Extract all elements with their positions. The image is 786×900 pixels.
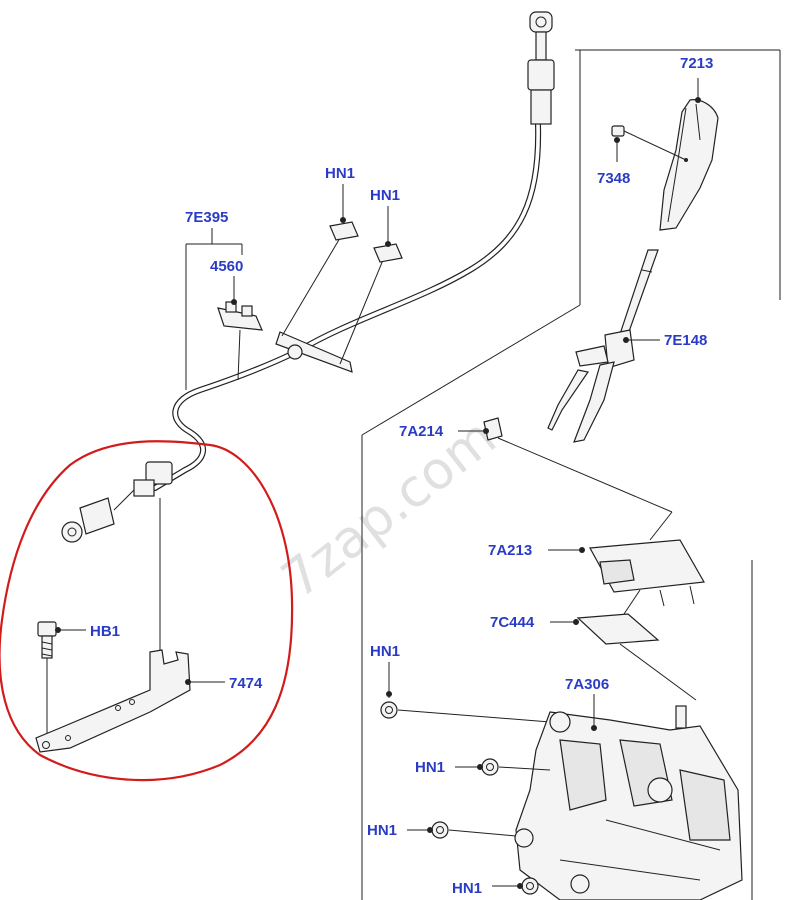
housing-7A306 xyxy=(514,705,743,900)
leader-dot-hn1-c xyxy=(386,691,392,697)
leader-dot-4560 xyxy=(231,299,237,305)
leader-dot-7348 xyxy=(614,137,620,143)
bolt-hb1 xyxy=(37,621,57,740)
washer-hn1-c xyxy=(380,701,551,723)
washer-hn1-d xyxy=(481,758,551,776)
leader-dot-hn1-f xyxy=(517,883,523,889)
assembly-frame xyxy=(361,49,781,900)
label-hn1-a: HN1 xyxy=(325,165,355,182)
label-7A213: 7A213 xyxy=(488,542,532,559)
gate-plate-7A213 xyxy=(589,539,705,621)
label-hn1-e: HN1 xyxy=(367,822,397,839)
label-4560: 4560 xyxy=(210,258,243,275)
leader-dot-7C444 xyxy=(573,619,579,625)
shift-knob-7213 xyxy=(659,99,719,231)
part-7A214 xyxy=(483,417,673,541)
label-hb1: HB1 xyxy=(90,623,120,640)
leader-dot-7A214 xyxy=(483,428,489,434)
highlight-circle xyxy=(0,440,294,782)
leader-dot-7A213 xyxy=(579,547,585,553)
label-7A306: 7A306 xyxy=(565,676,609,693)
clip-4560 xyxy=(217,301,263,381)
part-7C444 xyxy=(576,613,697,701)
leader-dot-7E148 xyxy=(623,337,629,343)
label-7474: 7474 xyxy=(229,675,263,692)
washer-hn1-e xyxy=(431,821,517,839)
shift-lever-7E148 xyxy=(547,249,659,443)
bracket-7474 xyxy=(35,498,191,753)
screw-7348 xyxy=(611,125,687,161)
washer-hn1-f xyxy=(521,877,539,895)
leader-hn1-a-bracket xyxy=(281,237,341,337)
label-hn1-b: HN1 xyxy=(370,187,400,204)
label-7348: 7348 xyxy=(597,170,630,187)
leader-dot-hn1-b xyxy=(385,241,391,247)
leader-dot-hn1-d xyxy=(477,764,483,770)
leader-dot-hn1-a xyxy=(340,217,346,223)
group-bracket-7E395 xyxy=(185,228,243,390)
label-hn1-f: HN1 xyxy=(452,880,482,897)
label-hn1-c: HN1 xyxy=(370,643,400,660)
label-7A214: 7A214 xyxy=(399,423,444,440)
leader-dot-7A306 xyxy=(591,725,597,731)
leader-dot-7474 xyxy=(185,679,191,685)
leader-dot-7213 xyxy=(695,97,701,103)
leader-dot-hn1-e xyxy=(427,827,433,833)
label-7213: 7213 xyxy=(680,55,713,72)
label-7C444: 7C444 xyxy=(490,614,535,631)
clip-hn1-a xyxy=(329,221,359,241)
leader-hn1-b-bracket xyxy=(339,259,384,365)
label-7E395: 7E395 xyxy=(185,209,228,226)
leader-dot-hb1 xyxy=(55,627,61,633)
label-hn1-d: HN1 xyxy=(415,759,445,776)
label-7E148: 7E148 xyxy=(664,332,707,349)
shift-cable xyxy=(61,11,555,543)
watermark: 7zap.com xyxy=(271,407,507,610)
